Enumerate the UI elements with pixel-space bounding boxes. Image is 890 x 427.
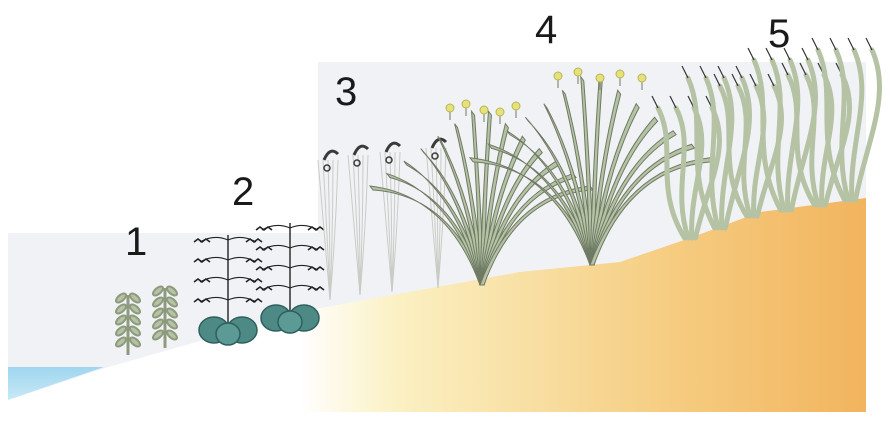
- sedge-flower: [462, 100, 470, 108]
- sedge-flower: [446, 104, 454, 112]
- zone-label-5: 5: [768, 14, 790, 54]
- zone-label-3: 3: [335, 72, 357, 112]
- rosette-leaf: [216, 323, 240, 345]
- sedge-flower: [496, 108, 504, 116]
- grass-tip: [848, 38, 854, 50]
- sedge-flower: [574, 68, 582, 76]
- grass-tip: [866, 38, 872, 50]
- grass-tip: [812, 38, 818, 50]
- sedge-flower: [616, 70, 624, 78]
- grass-tip: [748, 48, 754, 60]
- sedge-flower: [512, 102, 520, 110]
- rosette-leaf: [278, 311, 302, 333]
- zone-label-2: 2: [232, 172, 254, 212]
- grass-tip: [830, 38, 836, 50]
- sedge-flower: [480, 106, 488, 114]
- zone-label-1: 1: [125, 222, 147, 262]
- sedge-flower: [638, 74, 646, 82]
- zone-label-4: 4: [535, 10, 557, 50]
- sedge-flower: [596, 74, 604, 82]
- grass-tip: [802, 48, 808, 60]
- sedge-flower: [554, 72, 562, 80]
